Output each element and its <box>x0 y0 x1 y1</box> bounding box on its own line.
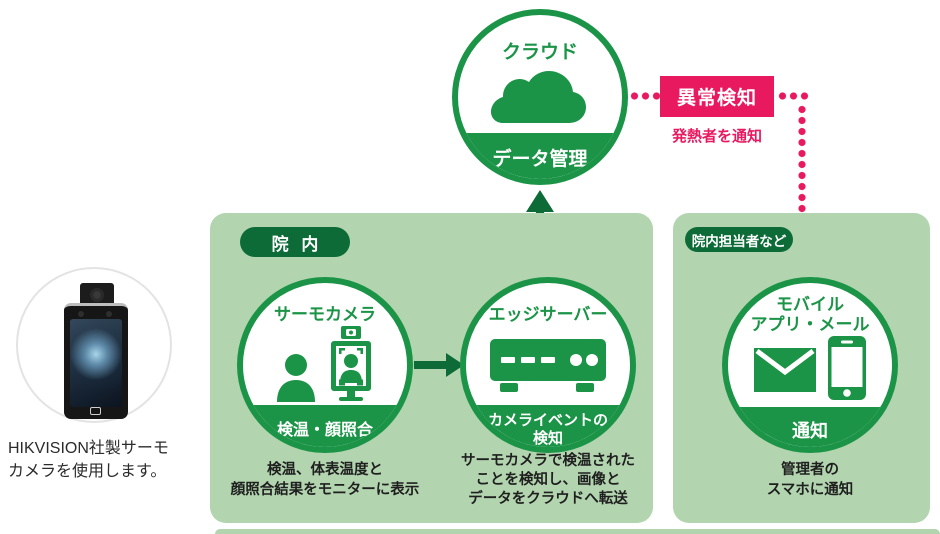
thermo-camera-photo <box>16 267 172 423</box>
edge-server-band: カメライベントの 検知 <box>466 405 630 447</box>
dotted-line-down <box>797 104 807 247</box>
mobile-icons <box>728 336 892 405</box>
thermo-camera-node: サーモカメラ <box>237 277 413 453</box>
thermo-camera-desc: 検温、体表温度と 顔照合結果をモニターに表示 <box>215 460 435 500</box>
edge-server-desc-line1: サーモカメラで検温された <box>461 453 635 469</box>
edge-server-desc-line2: ことを検知し、画像と <box>475 472 621 488</box>
mobile-desc: 管理者の スマホに通知 <box>710 460 910 500</box>
edge-server-band-line2: 検知 <box>532 430 563 447</box>
mobile-desc-line1: 管理者の <box>781 462 839 478</box>
thermo-camera-icons <box>243 325 407 407</box>
photo-caption-line1: HIKVISION社製サーモ <box>8 440 169 457</box>
camera-body-icon <box>64 303 128 419</box>
mobile-title-line2: アプリ・メール <box>750 315 870 334</box>
arrow-right-shaft <box>414 361 448 369</box>
alert-box: 異常検知 <box>660 76 774 117</box>
thermo-camera-band: 検温・顔照合 <box>243 405 407 447</box>
edge-server-title: エッジサーバー <box>488 305 608 324</box>
cloud-node: クラウド データ管理 <box>452 9 628 185</box>
cloud-title: クラウド <box>501 42 578 63</box>
mobile-band: 通知 <box>728 407 892 447</box>
thermo-camera-desc-line2: 顔照合結果をモニターに表示 <box>230 482 420 498</box>
smartphone-icon <box>828 336 866 405</box>
cloud-icon <box>458 61 622 129</box>
hospital-panel-label: 院 内 <box>240 227 350 257</box>
mobile-title-line1: モバイル <box>776 295 844 314</box>
bottom-section-strip <box>215 529 940 534</box>
mobile-title: モバイル アプリ・メール <box>728 295 892 335</box>
edge-server-desc: サーモカメラで検温された ことを検知し、画像と データをクラウドへ転送 <box>438 452 658 509</box>
cloud-band-label: データ管理 <box>458 133 622 179</box>
thermo-kiosk-icon <box>327 326 375 407</box>
edge-server-node: エッジサーバー カメライベントの 検知 <box>460 277 636 453</box>
edge-server-band-line1: カメライベントの <box>487 412 608 429</box>
server-icon <box>466 331 630 397</box>
thermo-camera-title: サーモカメラ <box>274 305 376 324</box>
arrow-up-icon <box>526 190 554 212</box>
photo-caption: HIKVISION社製サーモ カメラを使用します。 <box>8 437 169 483</box>
edge-server-desc-line3: データをクラウドへ転送 <box>468 491 628 507</box>
dotted-line-cloud-to-alert <box>629 91 660 101</box>
alert-caption: 発熱者を通知 <box>671 128 762 145</box>
arrow-right-icon <box>446 353 464 377</box>
staff-panel-label: 院内担当者など <box>685 227 793 252</box>
mobile-desc-line2: スマホに通知 <box>766 482 854 498</box>
thermo-camera-desc-line1: 検温、体表温度と <box>267 462 383 478</box>
photo-caption-line2: カメラを使用します。 <box>8 463 167 480</box>
envelope-icon <box>754 348 816 397</box>
mobile-node: モバイル アプリ・メール 通知 <box>722 277 898 453</box>
dotted-line-alert-corner <box>777 91 810 101</box>
person-icon <box>275 352 317 407</box>
